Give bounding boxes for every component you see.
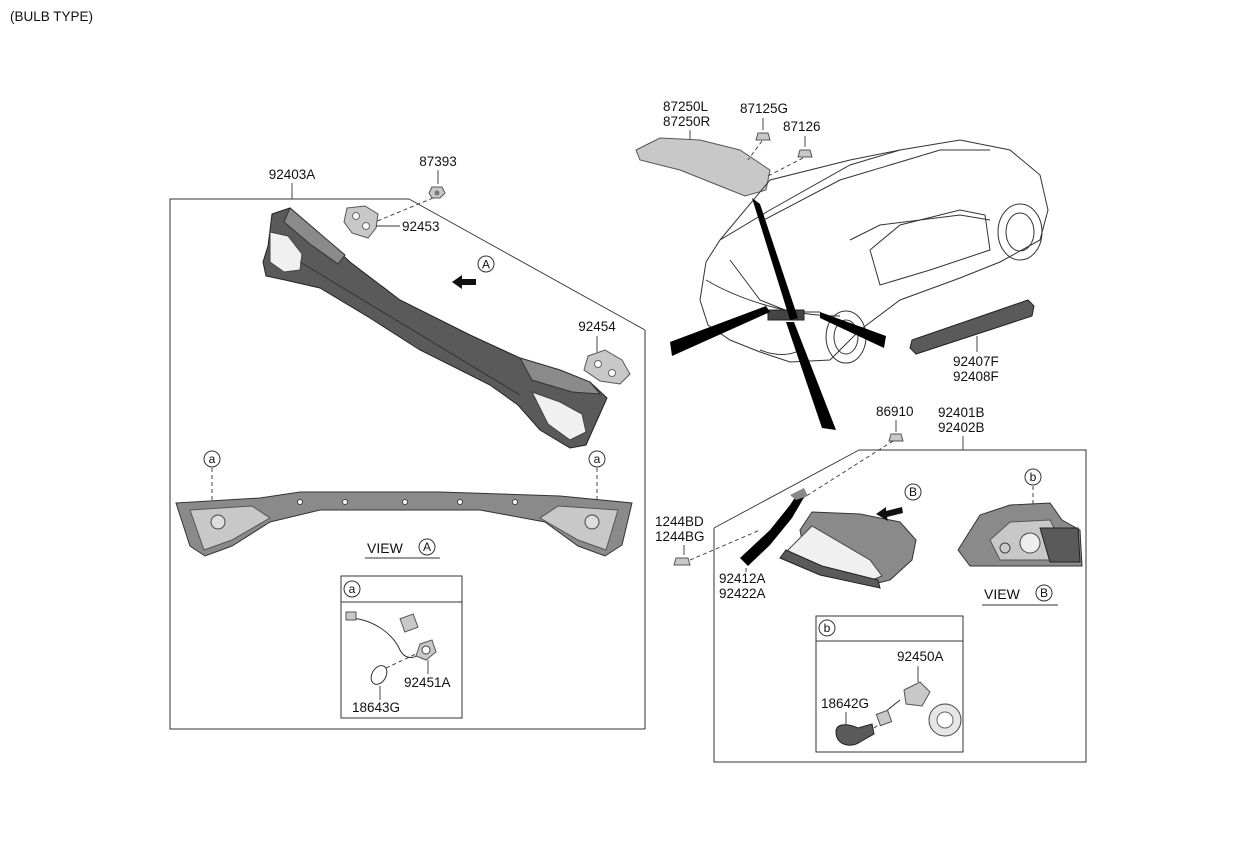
side-lamp-assembly-icon[interactable] bbox=[779, 511, 917, 589]
label-1244BD[interactable]: 1244BD bbox=[655, 514, 704, 529]
label-87250R[interactable]: 87250R bbox=[663, 114, 711, 129]
clip-87126-icon[interactable] bbox=[797, 149, 813, 158]
label-92407F[interactable]: 92407F bbox=[953, 354, 999, 369]
view-b-arrow-letter: B bbox=[909, 485, 917, 499]
socket-92450A-icon[interactable] bbox=[875, 681, 962, 737]
wedge-right bbox=[820, 312, 886, 348]
gasket-92454-icon[interactable] bbox=[583, 349, 631, 385]
nut-86910-icon[interactable] bbox=[888, 433, 904, 442]
label-92451A[interactable]: 92451A bbox=[404, 675, 451, 690]
detail-b-letter: b bbox=[824, 621, 831, 635]
dash-18643G bbox=[385, 653, 417, 669]
label-92454[interactable]: 92454 bbox=[578, 319, 616, 334]
strip-92407F-icon[interactable] bbox=[909, 299, 1035, 355]
dash-87393 bbox=[374, 197, 434, 223]
dash-87125G bbox=[747, 140, 763, 161]
bulb-18642G-icon[interactable] bbox=[835, 723, 875, 746]
callout-a-right-letter: a bbox=[594, 452, 601, 466]
view-b-circle bbox=[1035, 584, 1053, 602]
label-92422A[interactable]: 92422A bbox=[719, 586, 766, 601]
label-92450A[interactable]: 92450A bbox=[897, 649, 944, 664]
callout-a-left-letter: a bbox=[209, 452, 216, 466]
vehicle-rear-three-quarter-icon bbox=[699, 139, 1049, 364]
detail-a-box bbox=[340, 575, 463, 719]
detail-a-letter: a bbox=[349, 582, 356, 596]
label-92412A[interactable]: 92412A bbox=[719, 571, 766, 586]
nut-87393-icon[interactable] bbox=[428, 186, 446, 199]
wedge-down bbox=[786, 322, 836, 430]
dash-86910 bbox=[799, 440, 894, 501]
side-lamp-frame bbox=[713, 449, 1087, 763]
view-b-letter: B bbox=[1040, 586, 1048, 600]
label-92402B[interactable]: 92402B bbox=[938, 420, 985, 435]
view-b-word: VIEW bbox=[984, 586, 1021, 602]
clip-87125G-icon[interactable] bbox=[755, 132, 771, 141]
label-87125G[interactable]: 87125G bbox=[740, 101, 788, 116]
center-lamp-assembly-icon[interactable] bbox=[262, 207, 608, 449]
detail-b-box bbox=[815, 615, 964, 753]
gasket-92412A-icon[interactable] bbox=[740, 488, 808, 566]
view-a-arrow-icon bbox=[452, 275, 476, 289]
bulb-18643G-icon[interactable] bbox=[368, 663, 390, 687]
label-87126[interactable]: 87126 bbox=[783, 119, 821, 134]
view-a-letter: A bbox=[423, 540, 431, 554]
center-lamp-rear-view-icon bbox=[175, 491, 633, 557]
view-a-word: VIEW bbox=[367, 540, 404, 556]
label-87250L[interactable]: 87250L bbox=[663, 99, 709, 114]
callout-a-right[interactable] bbox=[588, 450, 606, 468]
side-lamp-rear-view-icon bbox=[957, 502, 1083, 567]
view-a-circle bbox=[418, 538, 436, 556]
label-18642G[interactable]: 18642G bbox=[821, 696, 869, 711]
side-lamp-frame-diagonal bbox=[713, 449, 860, 529]
view-b-arrow-icon bbox=[876, 507, 903, 521]
label-87393[interactable]: 87393 bbox=[419, 154, 457, 169]
spoiler-87250-icon[interactable] bbox=[635, 137, 771, 197]
detail-a-circle bbox=[343, 580, 361, 598]
view-b-arrow-circle bbox=[904, 483, 922, 501]
center-lamp-frame bbox=[169, 198, 646, 730]
label-92403A[interactable]: 92403A bbox=[269, 167, 316, 182]
label-92453[interactable]: 92453 bbox=[402, 219, 440, 234]
screw-1244BD-icon[interactable] bbox=[673, 557, 691, 566]
bulb-type-title: (BULB TYPE) bbox=[10, 9, 93, 24]
detail-b-circle bbox=[818, 619, 836, 637]
label-86910[interactable]: 86910 bbox=[876, 404, 914, 419]
label-92408F[interactable]: 92408F bbox=[953, 369, 999, 384]
label-1244BG[interactable]: 1244BG bbox=[655, 529, 705, 544]
dash-18642G bbox=[873, 723, 881, 729]
wedge-spoiler bbox=[752, 198, 798, 320]
view-a-arrow-circle bbox=[477, 255, 495, 273]
label-18643G[interactable]: 18643G bbox=[352, 700, 400, 715]
callout-a-left[interactable] bbox=[203, 450, 221, 468]
dash-1244BD bbox=[689, 529, 761, 561]
callout-b[interactable] bbox=[1024, 468, 1042, 486]
callout-b-letter: b bbox=[1030, 470, 1037, 484]
gasket-92453-icon[interactable] bbox=[343, 205, 379, 239]
label-92401B[interactable]: 92401B bbox=[938, 405, 985, 420]
center-lamp-frame-diagonal bbox=[408, 198, 646, 331]
wedge-left bbox=[670, 306, 770, 356]
socket-harness-92451A-icon[interactable] bbox=[345, 611, 437, 661]
view-a-arrow-letter: A bbox=[482, 258, 490, 272]
